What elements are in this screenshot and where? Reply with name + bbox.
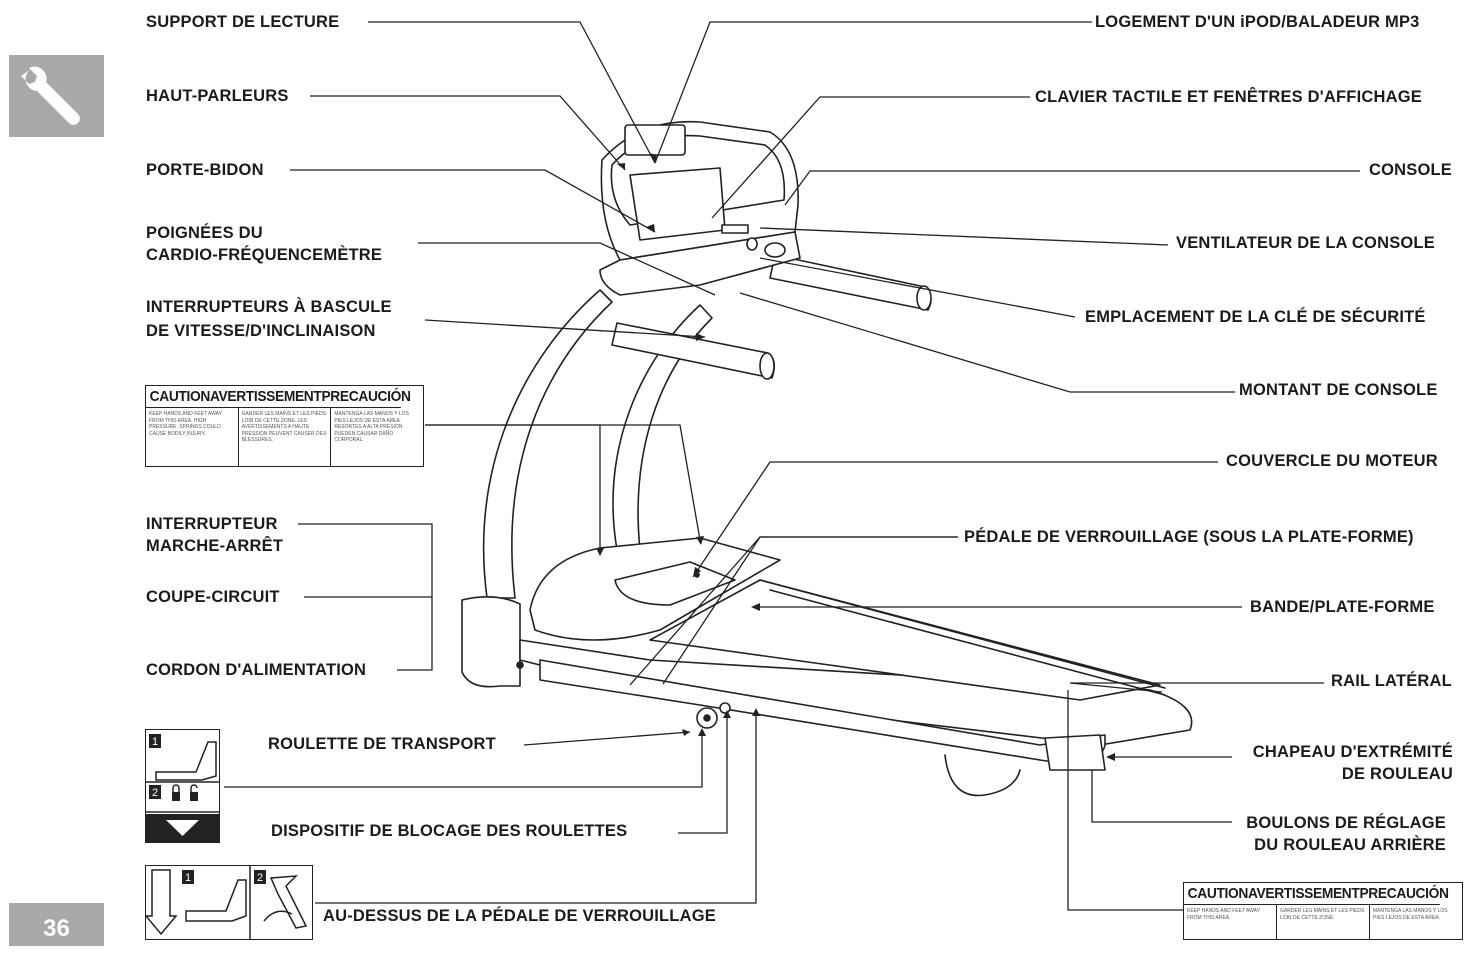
pedal-pictogram: 1 2 [144,865,313,940]
label-chapeau: CHAPEAU D'EXTRÉMITÉ DE ROULEAU [1239,741,1453,785]
label-interrupteurs-line1: INTERRUPTEURS À BASCULE [146,298,392,316]
arrow-down-icon [144,869,178,936]
lock-icon [172,784,180,801]
label-interrupteurs-bascule: INTERRUPTEURS À BASCULE DE VITESSE/D'INC… [146,296,392,342]
pedal-step-number-2: 2 [257,872,263,884]
label-coupe-circuit: COUPE-CIRCUIT [146,588,280,606]
label-rail: RAIL LATÉRAL [1331,672,1452,690]
label-boulons-line2: DU ROULEAU ARRIÈRE [1254,836,1446,854]
label-pedale: PÉDALE DE VERROUILLAGE (SOUS LA PLATE-FO… [964,528,1414,546]
console-upright-right [612,304,713,551]
label-dispositif: DISPOSITIF DE BLOCAGE DES ROULETTES [271,822,628,840]
pedal-release-icon [269,875,308,929]
label-chapeau-line1: CHAPEAU D'EXTRÉMITÉ [1252,743,1453,761]
label-clavier: CLAVIER TACTILE ET FENÊTRES D'AFFICHAGE [1035,88,1422,106]
label-au-dessus: AU-DESSUS DE LA PÉDALE DE VERROUILLAGE [323,907,716,925]
label-roulette: ROULETTE DE TRANSPORT [268,735,496,753]
unlock-icon [190,784,198,801]
warning-text-es: MANTENGA LAS MANOS Y LOS PIES LEJOS DE E… [334,411,409,443]
label-console: CONSOLE [1369,161,1452,179]
label-couvercle: COUVERCLE DU MOTEUR [1226,452,1438,470]
warning-text-fr: GARDER LES MAINS ET LES PIEDS LOIN DE CE… [239,408,332,466]
warning-decal-small: CAUTIONAVERTISSEMENTPRECAUCIÓN KEEP HAND… [1183,882,1463,940]
warning-text-en: KEEP HANDS AND FEET AWAY FROM THIS AREA.… [146,408,239,466]
label-emplacement: EMPLACEMENT DE LA CLÉ DE SÉCURITÉ [1085,308,1426,326]
section-tab [9,55,104,137]
label-boulons-line1: BOULONS DE RÉGLAGE [1246,814,1446,832]
label-poignees-line2: CARDIO-FRÉQUENCEMÈTRE [146,246,383,264]
foot-icon [155,741,217,781]
label-bande: BANDE/PLATE-FORME [1250,598,1435,616]
console-upright-left [483,289,613,599]
label-poignees-line1: POIGNÉES DU [146,224,263,242]
wheel-lock-pictogram: 1 2 [145,729,220,843]
warning-header: CAUTIONAVERTISSEMENTPRECAUCIÓN [146,386,411,408]
label-interrupteur-line2: MARCHE-ARRÊT [146,537,284,555]
label-interrupteur-marche: INTERRUPTEUR MARCHE-ARRÊT [146,513,283,557]
label-haut-parleurs: HAUT-PARLEURS [146,87,289,105]
label-cordon: CORDON D'ALIMENTATION [146,661,367,679]
arrow-down-icon [166,820,199,836]
label-porte-bidon: PORTE-BIDON [146,161,264,179]
label-interrupteurs-line2: DE VITESSE/D'INCLINAISON [146,322,376,340]
label-boulons: BOULONS DE RÉGLAGE DU ROULEAU ARRIÈRE [1239,812,1446,856]
warning-text-en-small: KEEP HANDS AND FEET AWAY FROM THIS AREA. [1184,905,1277,939]
label-poignees: POIGNÉES DU CARDIO-FRÉQUENCEMÈTRE [146,222,382,266]
page-number: 36 [9,903,104,946]
foot-icon [185,879,247,922]
label-montant: MONTANT DE CONSOLE [1239,381,1438,399]
step-number-2: 2 [152,787,158,799]
warning-text-fr-small: GARDER LES MAINS ET LES PIEDS LOIN DE CE… [1277,905,1370,939]
warning-text-es-small: MANTENGA LAS MANOS Y LOS PIES LEJOS DE E… [1373,908,1448,921]
warning-header-small: CAUTIONAVERTISSEMENTPRECAUCIÓN [1184,883,1449,905]
label-logement: LOGEMENT D'UN iPOD/BALADEUR MP3 [1095,13,1420,31]
wrench-icon [21,66,80,125]
label-chapeau-line2: DE ROULEAU [1341,765,1453,783]
label-support-lecture: SUPPORT DE LECTURE [146,13,340,31]
label-ventilateur: VENTILATEUR DE LA CONSOLE [1176,234,1435,252]
step-number-1: 1 [152,736,158,748]
warning-decal: CAUTIONAVERTISSEMENTPRECAUCIÓN KEEP HAND… [145,385,424,467]
label-interrupteur-line1: INTERRUPTEUR [146,515,278,533]
pedal-step-number-1: 1 [185,872,191,884]
